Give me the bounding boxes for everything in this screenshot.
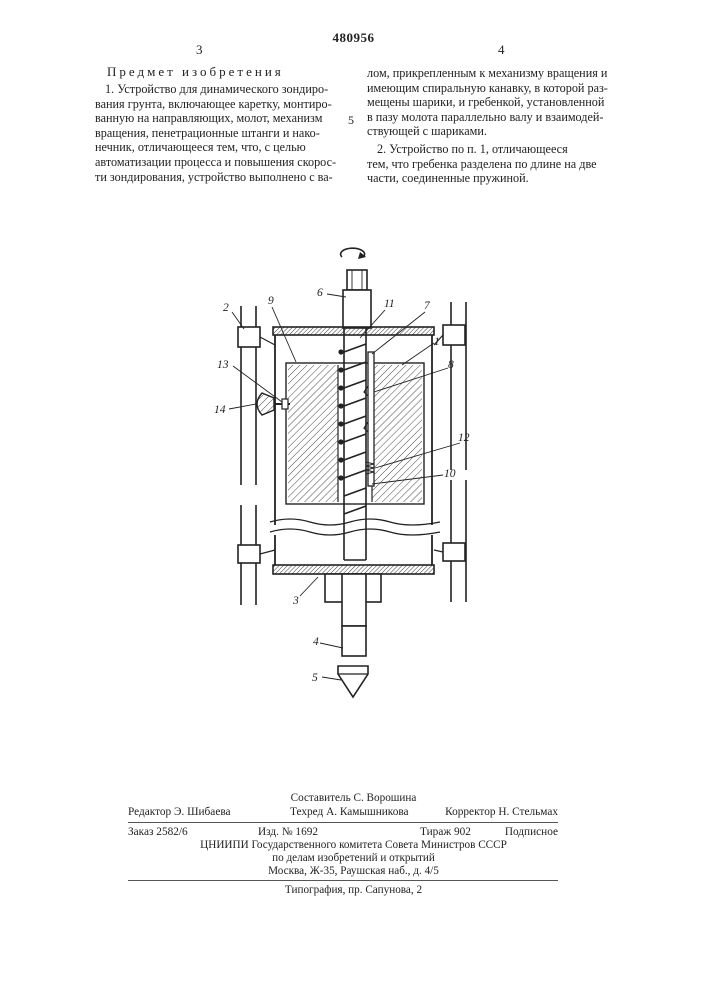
- label-12: 12: [458, 432, 470, 444]
- compiler: Составитель С. Ворошина: [0, 792, 707, 805]
- techred: Техред А. Камышникова: [290, 806, 409, 818]
- corrector: Корректор Н. Стельмах: [445, 806, 558, 818]
- label-13: 13: [217, 359, 229, 371]
- label-5: 5: [312, 672, 318, 684]
- label-3: 3: [292, 595, 299, 607]
- label-6: 6: [317, 287, 323, 299]
- label-1: 1: [434, 336, 440, 348]
- institute-address: Москва, Ж-35, Раушская наб., д. 4/5: [0, 865, 707, 878]
- label-8: 8: [448, 359, 454, 371]
- edition-number: Изд. № 1692: [258, 826, 318, 838]
- label-4: 4: [313, 636, 319, 648]
- label-14: 14: [214, 404, 226, 416]
- subscription: Подписное: [505, 826, 558, 838]
- label-11: 11: [384, 298, 395, 310]
- institute: ЦНИИПИ Государственного комитета Совета …: [0, 839, 707, 852]
- institute-dept: по делам изобретений и открытий: [0, 852, 707, 865]
- label-7: 7: [424, 300, 431, 312]
- footer-divider-2: [128, 880, 558, 881]
- circulation: Тираж 902: [420, 826, 471, 838]
- order-number: Заказ 2582/6: [128, 826, 188, 838]
- label-10: 10: [444, 468, 456, 480]
- editor: Редактор Э. Шибаева: [128, 806, 231, 818]
- footer-divider: [128, 822, 558, 823]
- printer: Типография, пр. Сапунова, 2: [0, 884, 707, 897]
- label-9: 9: [268, 295, 274, 307]
- label-2: 2: [223, 302, 229, 314]
